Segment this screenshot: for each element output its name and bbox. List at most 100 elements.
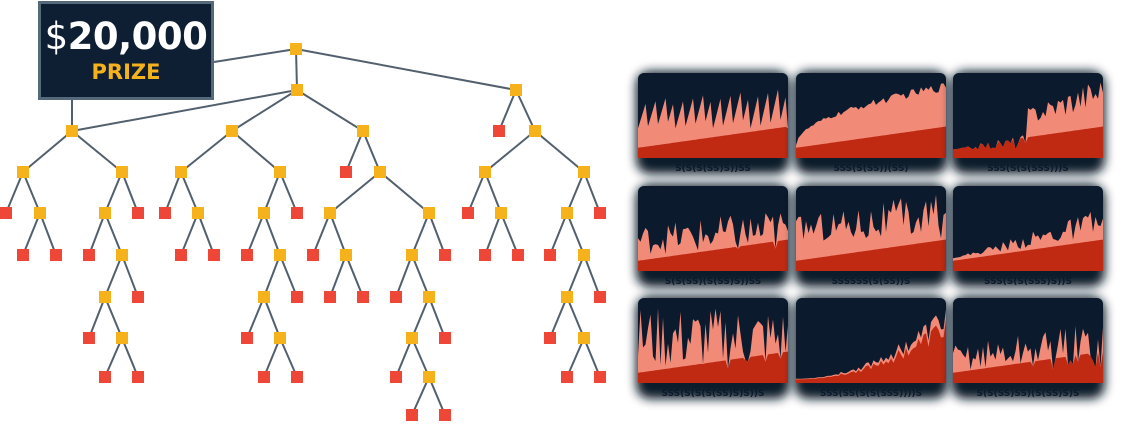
tree-leaf [132, 371, 144, 383]
tree-edge [345, 130, 364, 173]
tree-edge [583, 254, 601, 298]
tree-edge [566, 337, 585, 378]
tree-edge [263, 254, 281, 298]
tree-edge [411, 254, 430, 298]
plot-label: SSS(S(SS))(SS) [834, 164, 909, 174]
tree-edge [197, 212, 215, 256]
plot-panel: SSS(S(SS))(SS) [794, 71, 948, 174]
tree-edge [484, 212, 502, 256]
tree-node [116, 166, 128, 178]
tree-leaf [594, 371, 606, 383]
plot-panel: S(S(S(SS)S))SS [636, 71, 790, 174]
tree-leaf [50, 249, 62, 261]
tree-node [561, 207, 573, 219]
plot-area-dark [638, 126, 788, 158]
tree-edge [500, 212, 519, 256]
tree-edge [379, 171, 430, 214]
tree-edge [71, 89, 298, 132]
tree-node [290, 43, 302, 55]
tree-leaf [493, 125, 505, 137]
tree-edge [104, 212, 123, 256]
tree-node [274, 249, 286, 261]
tree-edge [296, 89, 364, 132]
tree-edge [329, 171, 381, 214]
tree-leaf [390, 371, 402, 383]
tree-edge [566, 296, 585, 339]
tree-edge [231, 130, 281, 173]
tree-node [561, 291, 573, 303]
tree-leaf [544, 332, 556, 344]
tree-edge [39, 212, 57, 256]
tree-edge [362, 130, 381, 173]
tree-edge [411, 296, 430, 339]
plot-label: S(S(SS)(S(SS)S))SS [665, 277, 762, 287]
tree-edge [104, 296, 123, 339]
tree-leaf [0, 207, 12, 219]
tree-edge [312, 212, 331, 256]
plot-area-dark [953, 351, 1103, 383]
tree-leaf [390, 291, 402, 303]
plot-label: S(S(S(SS)S))SS [675, 164, 751, 174]
tree-edge [121, 337, 139, 378]
tree-node [510, 84, 522, 96]
plot-label: SSS(S(S(SSS)S))S [984, 277, 1072, 287]
plot-label: S(S(SS)SS)(S(SS)S)S [977, 389, 1080, 399]
tree-leaf [479, 249, 491, 261]
tree-node [274, 332, 286, 344]
tree-edges [5, 48, 601, 416]
plot-area-dark [638, 239, 788, 271]
plot-area-dark [638, 351, 788, 383]
plot-grid: S(S(S(SS)S))SS SSS(S(SS))(SS) SSS(S(S(SSS)… [636, 71, 1105, 399]
tree-leaf [544, 249, 556, 261]
prize-currency: $ [44, 14, 69, 58]
plot-label: SSS(SS(S(S(SSS))))S [820, 389, 922, 399]
tree-edge [279, 171, 298, 214]
tree-edge [411, 376, 430, 416]
tree-nodes [0, 43, 606, 421]
tree-edge [395, 254, 413, 298]
plot-label: SSS(S(S(SSS)))S [987, 164, 1068, 174]
tree-leaf [439, 409, 451, 421]
prize-amount: $20,000 [44, 14, 208, 58]
tree-edge [104, 171, 123, 214]
tree-edge [295, 48, 298, 91]
tree-node [99, 291, 111, 303]
tree-leaf [307, 249, 319, 261]
tree-leaf [291, 291, 303, 303]
tree-node [324, 207, 336, 219]
tree-edge [263, 296, 281, 339]
tree-edge [295, 48, 517, 91]
tree-edge [263, 337, 281, 378]
tree-leaf [208, 249, 220, 261]
tree-edge [164, 171, 182, 214]
tree-edge [88, 296, 106, 339]
tree-edge [498, 89, 517, 132]
plot-label: SSS(S(S(S(SS)S)S))S [662, 389, 765, 399]
tree-node [340, 249, 352, 261]
tree-edge [395, 337, 413, 378]
tree-node [578, 332, 590, 344]
tree-node [175, 166, 187, 178]
plot-panel: SSS(S(S(SSS)S))S [951, 184, 1105, 287]
tree-node [291, 84, 303, 96]
plot-panel: S(S(SS)SS)(S(SS)S)S [951, 296, 1105, 399]
tree-edge [246, 296, 265, 339]
tree-edge [213, 48, 297, 63]
prize-badge: $20,000 PRIZE [38, 1, 214, 100]
tree-edge [428, 376, 446, 416]
tree-leaf [291, 207, 303, 219]
tree-leaf [132, 291, 144, 303]
tree-edge [246, 212, 265, 256]
tree-leaf [462, 207, 474, 219]
tree-leaf [512, 249, 524, 261]
tree-edge [329, 254, 347, 298]
tree-node [258, 207, 270, 219]
plot-panel: SSS(S(S(S(SS)S)S))S [636, 296, 790, 399]
tree-node [116, 332, 128, 344]
tree-leaf [324, 291, 336, 303]
tree-node [274, 166, 286, 178]
tree-edge [263, 212, 281, 256]
tree-edge [279, 337, 298, 378]
plot-area-dark [796, 320, 946, 383]
